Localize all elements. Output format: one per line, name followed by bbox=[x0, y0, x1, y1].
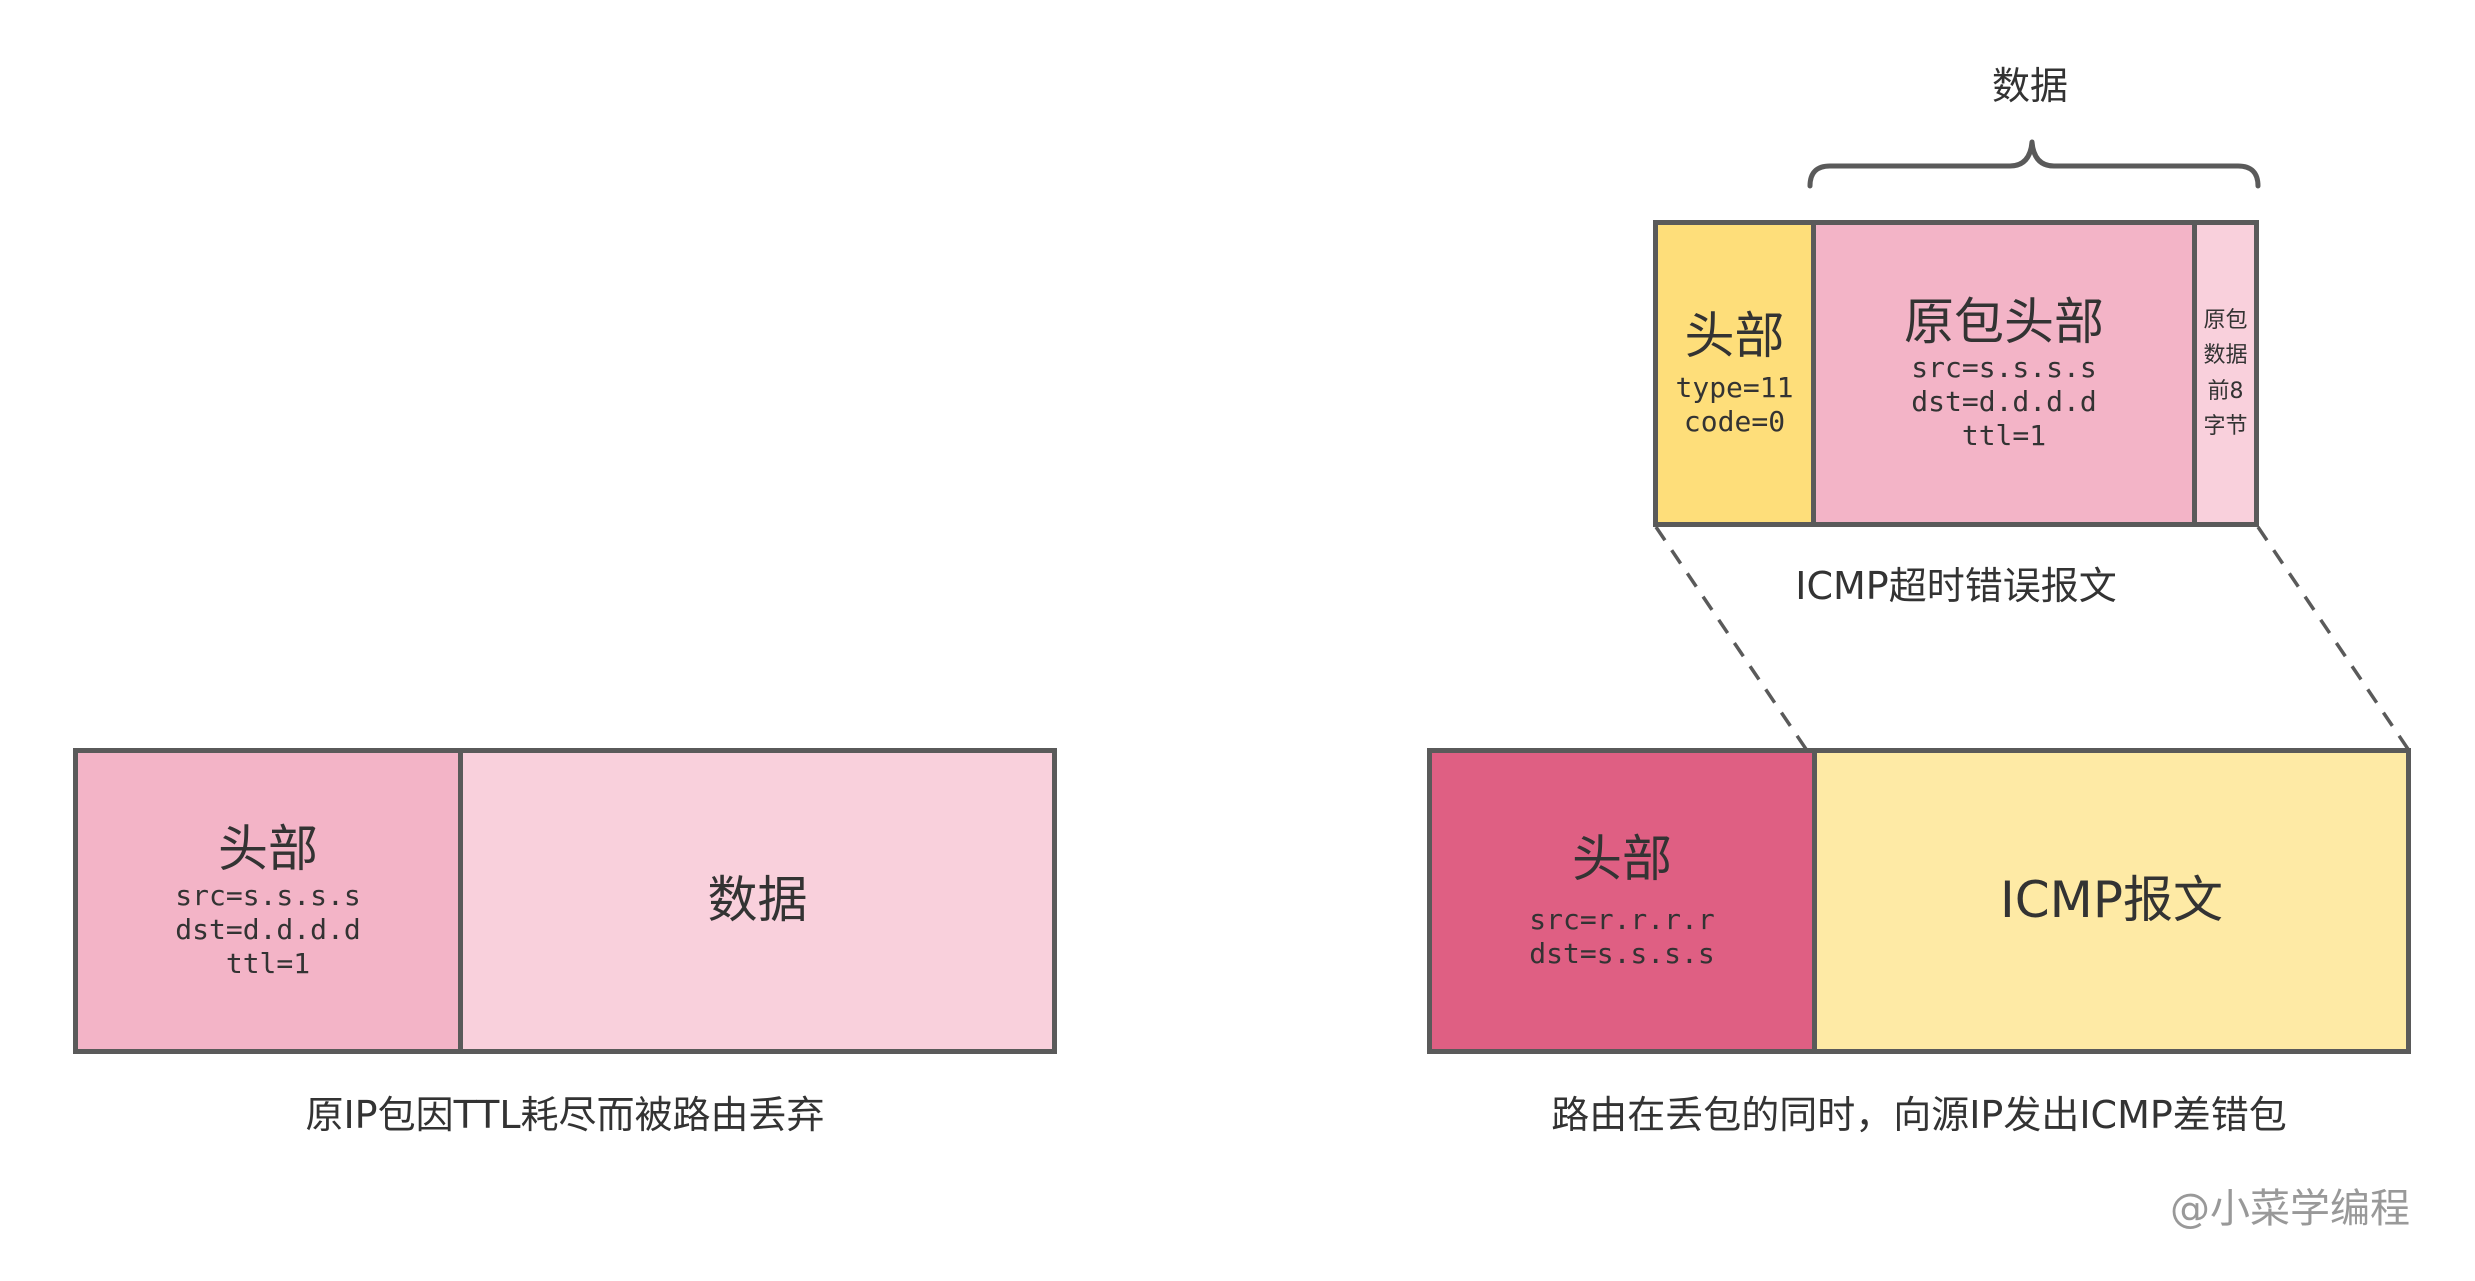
icmp-orig-header-dst: dst=d.d.d.d bbox=[1911, 385, 2097, 419]
icmp-ip-packet-caption: 路由在丢包的同时，向源IP发出ICMP差错包 bbox=[1551, 1093, 2287, 1137]
original-packet-header: 头部 src=s.s.s.s dst=d.d.d.d ttl=1 bbox=[78, 753, 458, 1049]
brace-label: 数据 bbox=[1991, 64, 2068, 108]
icmp-message-header: 头部 type=11 code=0 bbox=[1658, 225, 1811, 522]
icmp-message-caption: ICMP超时错误报文 bbox=[1795, 564, 2117, 608]
icmp-orig-header-title: 原包头部 bbox=[1904, 292, 2104, 351]
original-header-ttl: ttl=1 bbox=[225, 946, 311, 980]
curly-brace bbox=[1807, 139, 2261, 189]
icmp-orig-data-line-3: 前8 bbox=[2207, 378, 2244, 404]
icmp-ip-body: ICMP报文 bbox=[1812, 753, 2406, 1049]
icmp-message-header-title: 头部 bbox=[1684, 306, 1785, 365]
icmp-message-type: type=11 bbox=[1675, 371, 1794, 405]
icmp-message-orig-data: 原包 数据 前8 字节 bbox=[2192, 225, 2254, 522]
icmp-orig-data-line-2: 数据 bbox=[2203, 343, 2248, 369]
original-data-title: 数据 bbox=[707, 871, 808, 930]
icmp-message-code: code=0 bbox=[1683, 405, 1786, 439]
icmp-ip-packet: 头部 src=r.r.r.r dst=s.s.s.s ICMP报文 bbox=[1427, 748, 2411, 1054]
icmp-orig-data-line-4: 字节 bbox=[2203, 413, 2248, 439]
icmp-ip-header-title: 头部 bbox=[1572, 830, 1672, 889]
icmp-message-orig-header: 原包头部 src=s.s.s.s dst=d.d.d.d ttl=1 bbox=[1811, 225, 2192, 522]
original-packet-caption: 原IP包因TTL耗尽而被路由丢弃 bbox=[305, 1093, 825, 1137]
dashed-connector-left bbox=[1654, 526, 1810, 753]
original-ip-packet: 头部 src=s.s.s.s dst=d.d.d.d ttl=1 数据 bbox=[73, 748, 1057, 1054]
dashed-connector-right bbox=[2256, 526, 2412, 753]
icmp-orig-header-ttl: ttl=1 bbox=[1961, 419, 2047, 453]
original-packet-data: 数据 bbox=[458, 753, 1052, 1049]
icmp-orig-data-line-1: 原包 bbox=[2203, 308, 2248, 334]
icmp-orig-header-src: src=s.s.s.s bbox=[1911, 351, 2097, 385]
original-header-dst: dst=d.d.d.d bbox=[175, 912, 361, 946]
icmp-ip-header-dst: dst=s.s.s.s bbox=[1529, 936, 1715, 970]
icmp-ip-header: 头部 src=r.r.r.r dst=s.s.s.s bbox=[1432, 753, 1812, 1049]
icmp-ip-body-title: ICMP报文 bbox=[2000, 871, 2223, 930]
original-header-src: src=s.s.s.s bbox=[175, 878, 361, 912]
icmp-message: 头部 type=11 code=0 原包头部 src=s.s.s.s dst=d… bbox=[1653, 220, 2259, 527]
original-header-title: 头部 bbox=[218, 820, 318, 879]
watermark: @小菜学编程 bbox=[2170, 1186, 2410, 1232]
icmp-ip-header-src: src=r.r.r.r bbox=[1529, 902, 1715, 936]
